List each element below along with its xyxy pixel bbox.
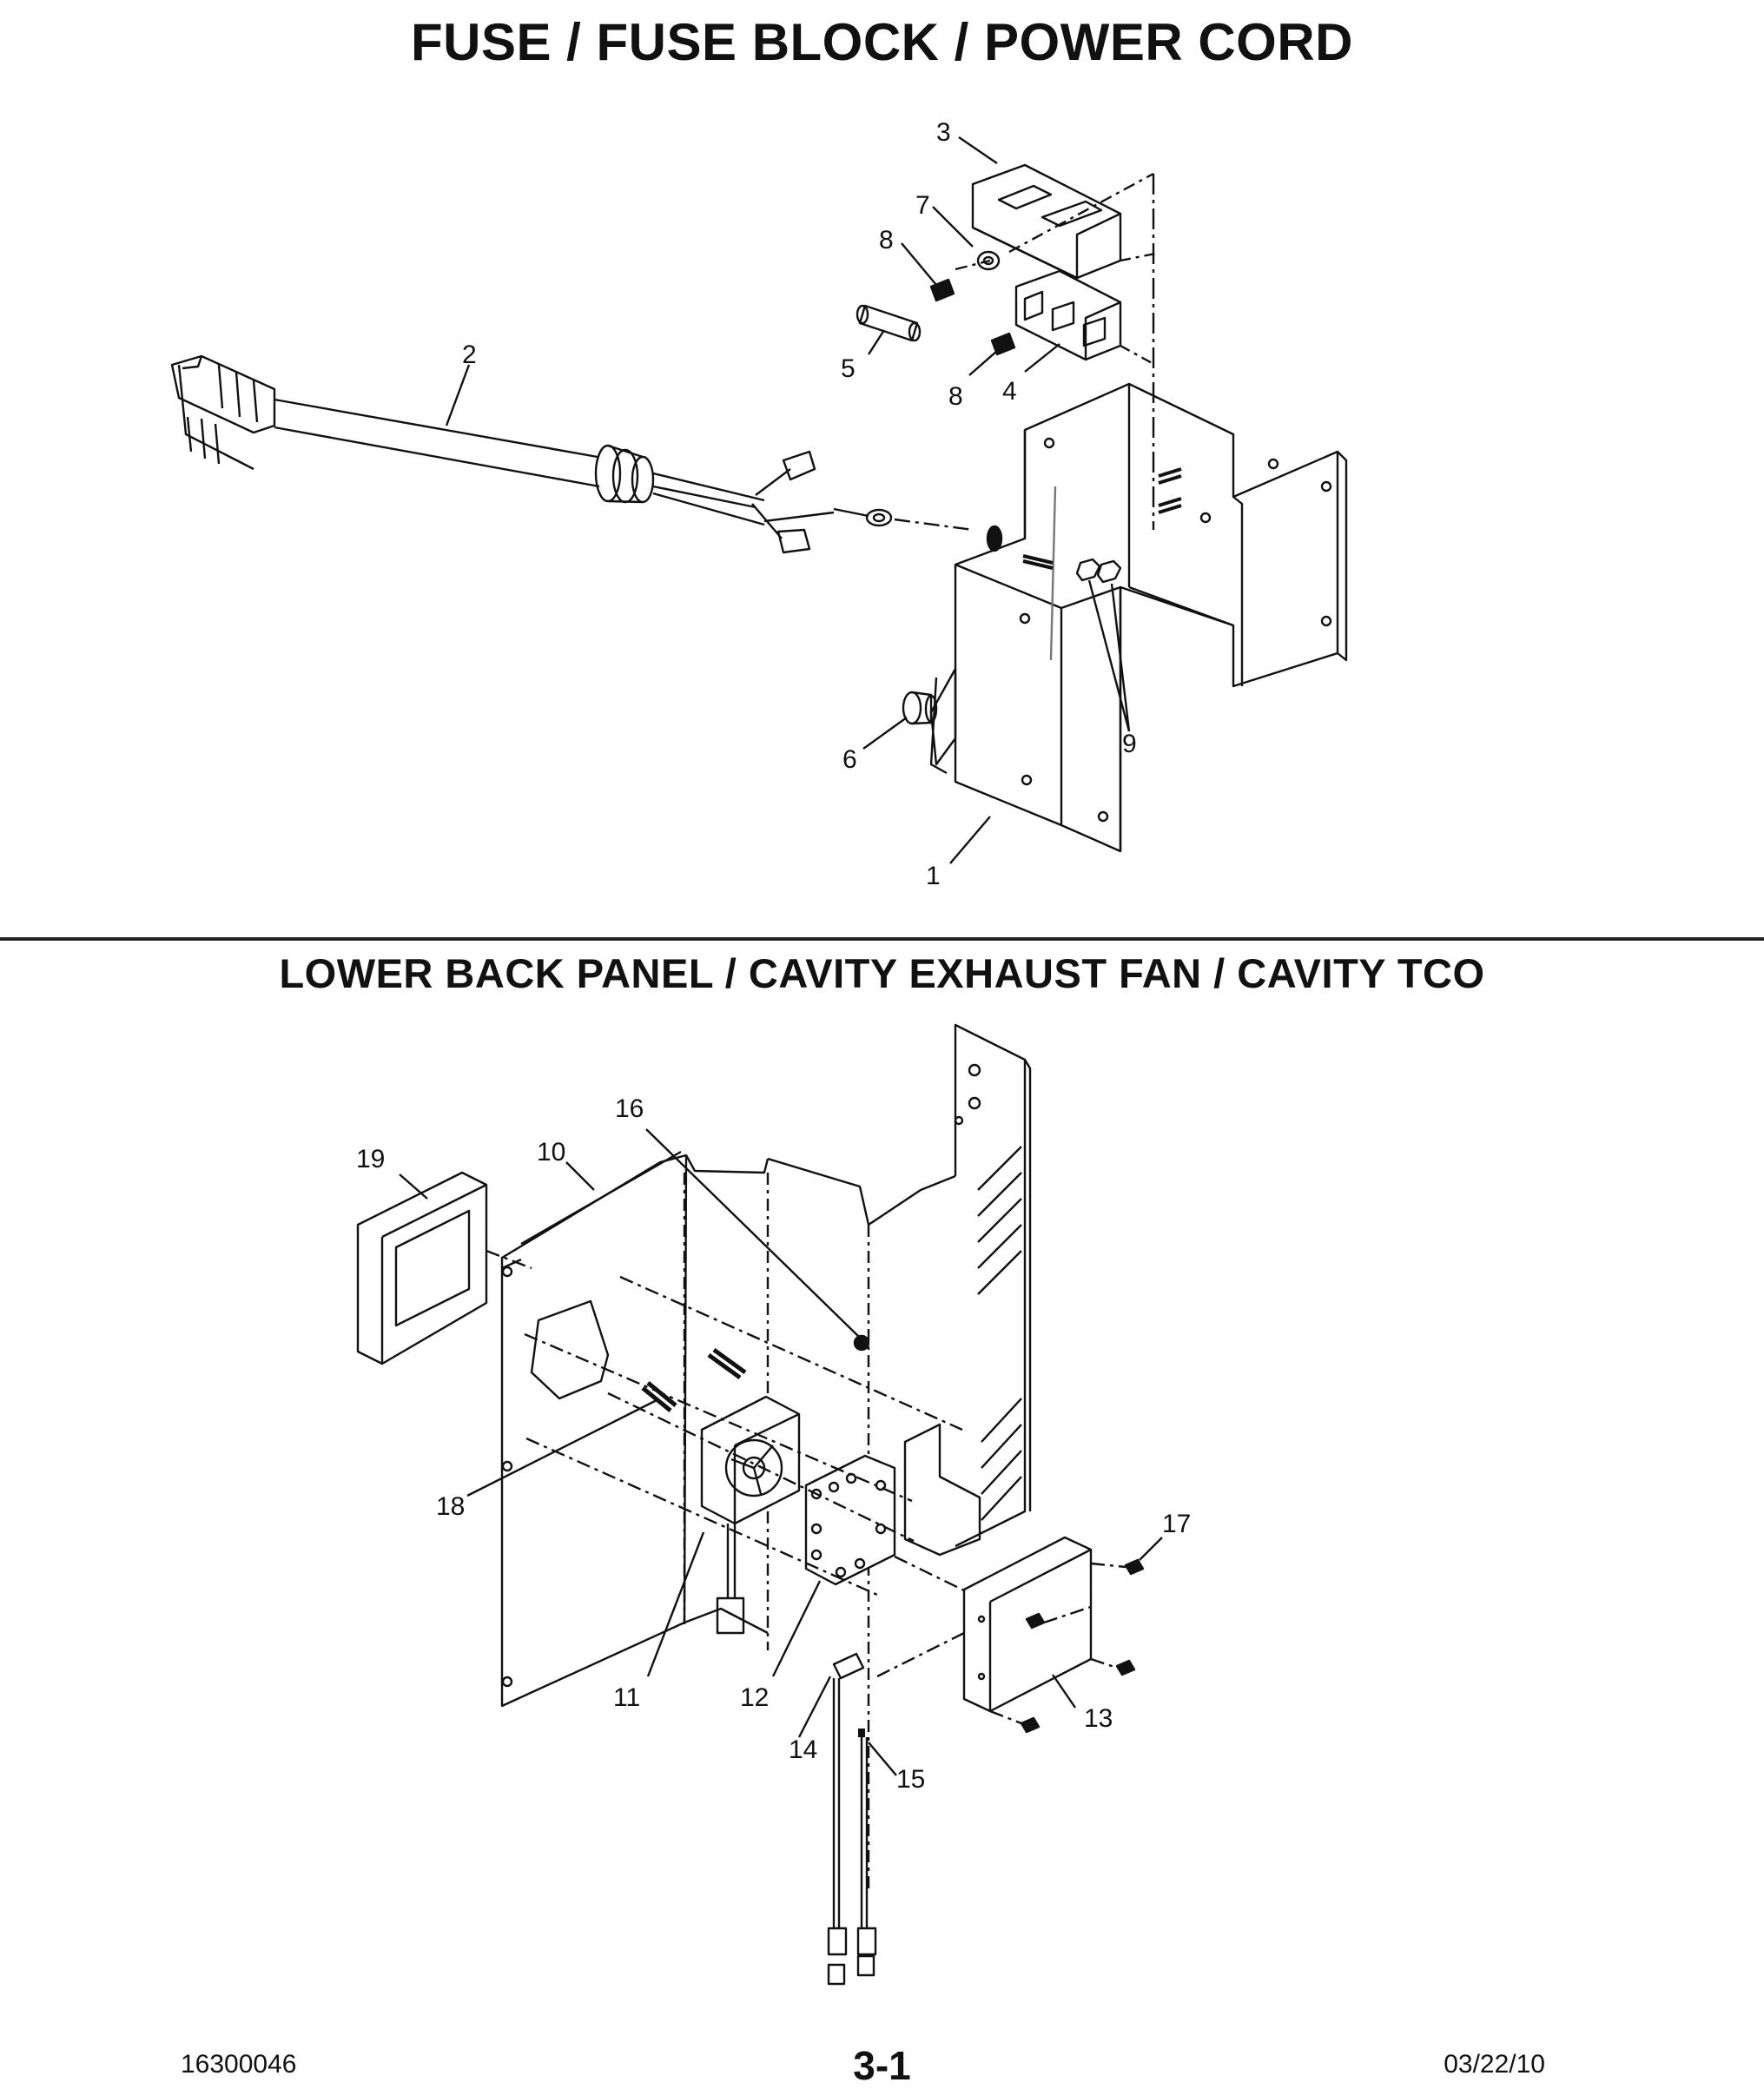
callout-15: 15 [896,1765,925,1794]
callout-16: 16 [615,1094,644,1123]
back-panel-icon [500,1023,1032,1708]
louvers-icon [977,1146,1022,1521]
section-title-lower-back-panel: LOWER BACK PANEL / CAVITY EXHAUST FAN / … [279,950,1485,996]
callout-19: 19 [356,1145,385,1173]
lower-back-panel-exploded-diagram: 16 19 10 18 11 12 17 13 14 15 [356,1023,1191,1986]
cord-line [274,398,598,459]
fuse-icon [856,304,922,342]
section-divider [0,937,1764,941]
callout-6: 6 [842,745,857,774]
mounting-bracket-icon [954,382,1348,853]
fan-guard-icon [804,1454,896,1586]
callout-4: 4 [1002,377,1017,406]
plug-button-icon [902,691,938,725]
callout-9: 9 [1122,730,1137,758]
callout-1: 1 [926,862,941,890]
callout-10: 10 [537,1138,565,1167]
callout-14: 14 [789,1735,817,1764]
gasket-icon [356,1171,488,1365]
page-number: 3-1 [853,2043,911,2088]
doc-date: 03/22/10 [1444,2050,1545,2079]
callout-7: 7 [915,191,930,220]
callout-12: 12 [740,1683,769,1712]
callout-8b: 8 [948,382,963,411]
callout-2: 2 [462,340,477,369]
fuse-powercord-exploded-diagram: 3 7 8 5 8 4 2 6 9 1 [170,118,1348,890]
callout-17: 17 [1162,1510,1191,1538]
power-plug-icon [170,354,276,471]
callout-5: 5 [841,354,856,383]
callout-11: 11 [613,1683,640,1712]
section-title-fuse: FUSE / FUSE BLOCK / POWER CORD [410,13,1354,71]
callout-13: 13 [1084,1704,1113,1733]
callout-3: 3 [936,118,951,147]
strain-relief-icon [594,444,655,504]
callout-18: 18 [436,1492,465,1521]
fan-cover-icon [962,1536,1093,1713]
doc-number: 16300046 [181,2050,297,2079]
callout-8: 8 [879,226,894,255]
